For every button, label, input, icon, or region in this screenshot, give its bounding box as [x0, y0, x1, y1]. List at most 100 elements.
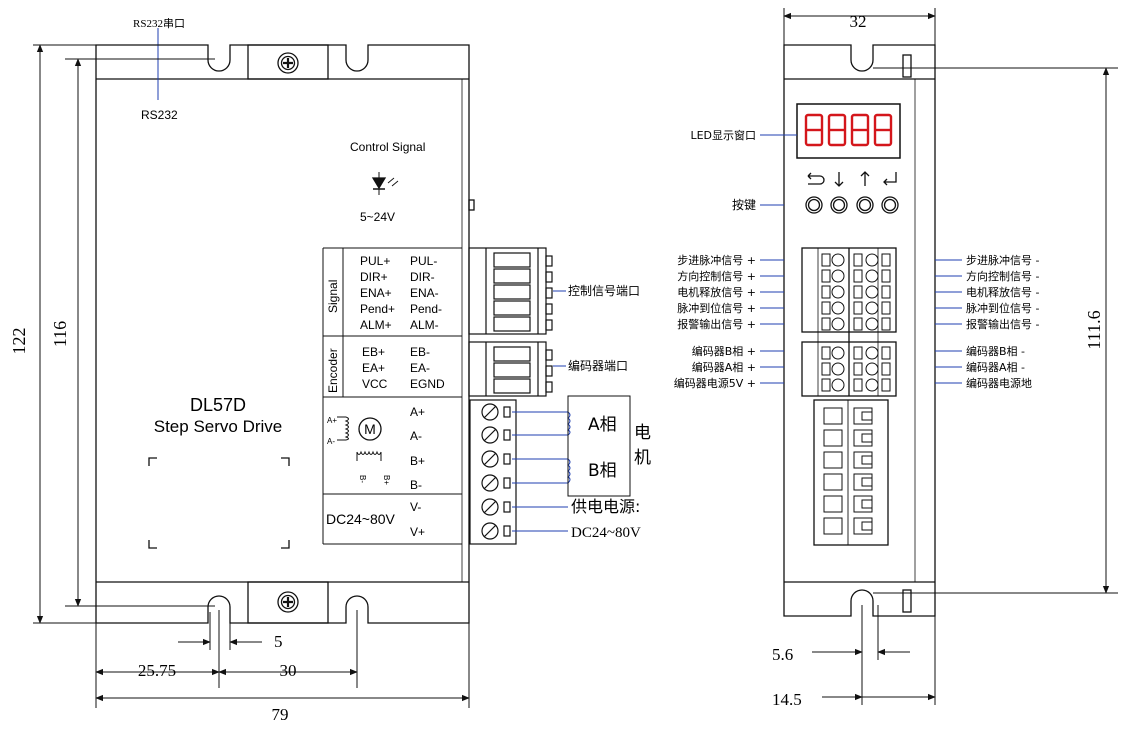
- side-top-tab: [902, 54, 912, 78]
- top-screw-bracket: [247, 44, 329, 80]
- keys-label: 按键: [732, 198, 756, 212]
- led-digits: [804, 113, 893, 147]
- down-arrow-icon: [834, 172, 844, 187]
- motor-pin-labels: A+ A- B+ B-: [410, 405, 425, 492]
- dim-30: 30: [280, 661, 297, 680]
- pin-label: B-: [410, 478, 422, 492]
- side-bump: [468, 199, 475, 211]
- pin-label: DIR-: [410, 270, 435, 284]
- signal-pin-row: [821, 253, 891, 331]
- pin-label: DIR+: [360, 270, 388, 284]
- dim-14-5: 14.5: [772, 690, 802, 709]
- pin-label: PUL+: [360, 254, 390, 268]
- front-dimension-lines: [33, 44, 470, 708]
- pin-label: ALM+: [360, 318, 392, 332]
- signal-group-label: Signal: [326, 280, 340, 313]
- side-view: [783, 44, 936, 617]
- pin-label: ENA-: [410, 286, 439, 300]
- pin-function-label: 电机释放信号 +: [677, 285, 756, 299]
- dim-116: 116: [50, 321, 70, 347]
- power-terminal-block: [469, 399, 517, 545]
- side-bottom-tab: [902, 589, 912, 613]
- pin-function-label: 方向控制信号 -: [966, 269, 1039, 283]
- coil-a-icon: [344, 416, 349, 441]
- encoder-minus-pins: EB- EA- EGND: [410, 345, 445, 391]
- motor-char-2: 机: [634, 448, 651, 468]
- side-leader-lines: [760, 134, 962, 384]
- control-signal-connector: [468, 247, 553, 335]
- side-connector-pins: [821, 253, 891, 535]
- dim-79: 79: [272, 705, 289, 724]
- pin-label: EA-: [410, 361, 430, 375]
- supply-voltage-label: DC24~80V: [571, 525, 641, 541]
- dim-111-6: 111.6: [1084, 310, 1104, 349]
- encoder-plus-pins: EB+ EA+ VCC: [362, 345, 388, 391]
- pin-label: Pend-: [410, 302, 442, 316]
- enter-button[interactable]: [881, 196, 899, 214]
- dim-25-75: 25.75: [138, 661, 176, 680]
- pin-function-label: 编码器电源地: [966, 376, 1032, 390]
- control-port-label: 控制信号端口: [568, 284, 640, 298]
- back-button[interactable]: [805, 196, 823, 214]
- pin-label: EB+: [362, 345, 385, 359]
- pin-label: ENA+: [360, 286, 392, 300]
- encoder-port-label: 编码器端口: [568, 358, 628, 373]
- control-signal-label: Control Signal: [350, 140, 425, 154]
- led-icon: [371, 177, 387, 190]
- dim-5-6: 5.6: [772, 645, 793, 664]
- pin-function-label: 脉冲到位信号 -: [966, 301, 1039, 315]
- motor-char-1: 电: [634, 423, 651, 443]
- side-left-labels: 步进脉冲信号 + 方向控制信号 + 电机释放信号 + 脉冲到位信号 + 报警输出…: [674, 253, 756, 390]
- up-arrow-icon: [860, 171, 870, 186]
- enter-arrow-icon: [883, 172, 897, 186]
- dim-5: 5: [274, 632, 283, 651]
- pin-label: VCC: [362, 377, 388, 391]
- pin-function-label: 步进脉冲信号 -: [966, 253, 1039, 267]
- front-leader-lines: [157, 28, 571, 532]
- down-button[interactable]: [830, 196, 848, 214]
- coil-a-minus-label: A-: [327, 437, 335, 446]
- pin-function-label: 脉冲到位信号 +: [677, 301, 756, 315]
- product-name-label: Step Servo Drive: [154, 417, 283, 436]
- rs232-port-label: RS232串口: [133, 17, 185, 30]
- phase-a-label: A相: [588, 415, 617, 435]
- key-glyphs: [807, 171, 897, 187]
- pin-label: EGND: [410, 377, 445, 391]
- pin-label: ALM-: [410, 318, 439, 332]
- bottom-screw-icon: [277, 591, 299, 613]
- pin-function-label: 编码器B相 +: [692, 344, 756, 358]
- pin-label: B+: [410, 454, 425, 468]
- coil-a-plus-label: A+: [327, 416, 337, 425]
- motor-icon: [358, 417, 382, 441]
- side-right-labels: 步进脉冲信号 - 方向控制信号 - 电机释放信号 - 脉冲到位信号 - 报警输出…: [966, 253, 1039, 390]
- dim-32: 32: [850, 12, 867, 31]
- pin-function-label: 编码器B相 -: [966, 344, 1025, 358]
- led-display-window: [796, 103, 901, 159]
- pin-label: EA+: [362, 361, 385, 375]
- coil-b-plus-label: B+: [382, 475, 391, 485]
- supply-label: 供电电源:: [571, 497, 640, 516]
- power-rating-label: DC24~80V: [326, 511, 396, 527]
- terminal-screw-icon: [481, 403, 499, 540]
- power-pin-labels: V- V+: [410, 500, 425, 539]
- pin-function-label: 步进脉冲信号 +: [677, 253, 756, 267]
- pin-label: PUL-: [410, 254, 437, 268]
- pin-function-label: 报警输出信号 -: [966, 317, 1039, 331]
- back-arrow-icon: [807, 172, 825, 185]
- pin-function-label: 编码器A相 +: [692, 360, 756, 374]
- pin-label: A+: [410, 405, 425, 419]
- dim-122: 122: [9, 328, 29, 355]
- up-button[interactable]: [856, 196, 874, 214]
- model-label: DL57D: [190, 395, 246, 415]
- label-corner-marks: [148, 457, 290, 549]
- encoder-group-label: Encoder: [326, 348, 340, 393]
- side-dimension-lines: [783, 8, 1118, 705]
- voltage-range-label: 5~24V: [360, 210, 395, 224]
- led-window-label: LED显示窗口: [690, 128, 756, 142]
- coil-b-minus-label: B-: [358, 475, 367, 483]
- pin-function-label: 方向控制信号 +: [677, 269, 756, 283]
- pin-function-label: 电机释放信号 -: [966, 285, 1039, 299]
- encoder-pin-row: [821, 346, 891, 392]
- pin-function-label: 报警输出信号 +: [677, 317, 756, 331]
